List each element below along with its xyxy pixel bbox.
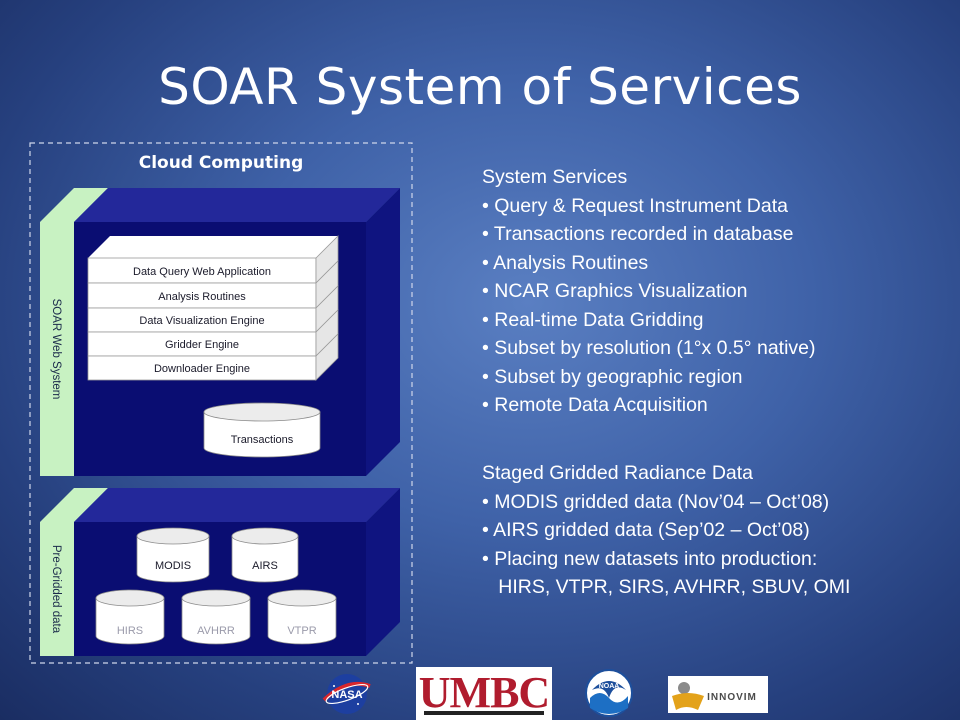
service-item: • Subset by geographic region bbox=[482, 365, 743, 388]
dataset-cylinder-airs: AIRS bbox=[231, 527, 299, 583]
stack-layer-4: Gridder Engine bbox=[87, 309, 339, 357]
stack-top bbox=[88, 236, 338, 258]
noaa-logo: NOAA bbox=[585, 669, 633, 717]
stack-layer-label: Downloader Engine bbox=[154, 363, 250, 375]
web-system-top bbox=[74, 188, 400, 222]
web-system-strip-top bbox=[40, 188, 108, 222]
noaa-logo-text: NOAA bbox=[599, 683, 620, 690]
system-services-heading: System Services bbox=[482, 166, 628, 188]
pregridded-top bbox=[74, 488, 400, 522]
stack-layer-label: Data Visualization Engine bbox=[139, 315, 264, 327]
service-item: • Real-time Data Gridding bbox=[482, 308, 704, 331]
cloud-frame bbox=[29, 142, 413, 664]
service-item: • Remote Data Acquisition bbox=[482, 394, 708, 416]
transactions-database: Transactions bbox=[203, 402, 321, 458]
dataset-cylinder-hirs: HIRS bbox=[95, 589, 165, 645]
web-system-label: SOAR Web System bbox=[50, 299, 62, 400]
software-stack: Data Query Web Application Analysis Rout… bbox=[87, 235, 339, 381]
service-item: • Query & Request Instrument Data bbox=[482, 194, 788, 217]
stack-layer-2: Analysis Routines bbox=[87, 260, 339, 309]
dataset-label: AVHRR bbox=[197, 625, 235, 637]
staged-item: • AIRS gridded data (Sep’02 – Oct’08) bbox=[482, 519, 810, 541]
pregridded-strip-top bbox=[40, 488, 108, 522]
service-item: • Transactions recorded in database bbox=[482, 223, 794, 245]
service-item: • Subset by resolution (1°x 0.5° native) bbox=[482, 337, 816, 359]
staged-item: • MODIS gridded data (Nov’04 – Oct’08) bbox=[482, 490, 830, 513]
service-item: • NCAR Graphics Visualization bbox=[482, 280, 748, 302]
cloud-label: Cloud Computing bbox=[139, 153, 304, 173]
web-system-side bbox=[366, 188, 400, 476]
database-label: Transactions bbox=[231, 434, 294, 446]
staged-item: HIRS, VTPR, SIRS, AVHRR, SBUV, OMI bbox=[482, 576, 851, 598]
pregridded-side-strip bbox=[40, 522, 74, 656]
innovim-logo-text: INNOVIM bbox=[707, 692, 757, 703]
web-system-side-strip bbox=[40, 222, 74, 476]
dataset-cylinder-modis: MODIS bbox=[136, 527, 210, 583]
nasa-logo-text: NASA bbox=[331, 689, 362, 701]
dataset-label: VTPR bbox=[287, 625, 316, 637]
staged-data-heading: Staged Gridded Radiance Data bbox=[482, 462, 754, 484]
innovim-logo: INNOVIM bbox=[668, 676, 768, 713]
nasa-logo: NASA bbox=[322, 674, 371, 714]
stack-layer-5: Downloader Engine bbox=[87, 333, 339, 381]
service-item: • Analysis Routines bbox=[482, 251, 649, 274]
stack-layer-label: Gridder Engine bbox=[165, 339, 239, 351]
pregridded-label: Pre-Gridded data bbox=[50, 545, 62, 634]
dataset-cylinder-avhrr: AVHRR bbox=[181, 589, 251, 645]
slide-title: SOAR System of Services bbox=[158, 58, 802, 116]
dataset-label: AIRS bbox=[252, 560, 278, 572]
dataset-label: MODIS bbox=[155, 560, 191, 572]
pregridded-side bbox=[366, 488, 400, 656]
staged-item: • Placing new datasets into production: bbox=[482, 547, 818, 570]
stack-layer-1: Data Query Web Application bbox=[87, 235, 339, 284]
dataset-label: HIRS bbox=[117, 625, 143, 637]
stack-layer-label: Data Query Web Application bbox=[133, 266, 271, 278]
staged-data-section: Staged Gridded Radiance Data • MODIS gri… bbox=[482, 459, 850, 602]
umbc-logo-text: UMBC bbox=[419, 668, 549, 717]
stack-layer-3: Data Visualization Engine bbox=[87, 285, 339, 333]
dataset-cylinder-vtpr: VTPR bbox=[267, 589, 337, 645]
umbc-logo: UMBC bbox=[416, 667, 552, 720]
stack-layer-label: Analysis Routines bbox=[158, 291, 246, 303]
system-services-section: System Services • Query & Request Instru… bbox=[482, 163, 816, 420]
